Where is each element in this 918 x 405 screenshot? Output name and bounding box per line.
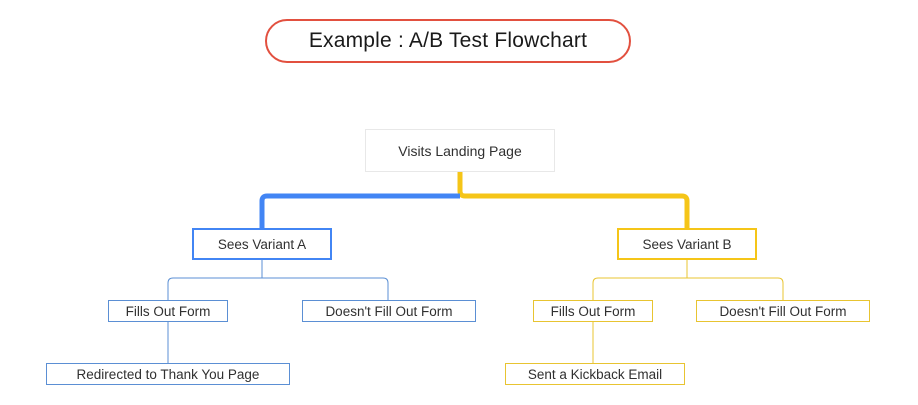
edge-variant-a-to-doesnt-fill-out-form [262,277,389,300]
node-b-sent-a-kickback-email[interactable]: Sent a Kickback Email [505,363,685,385]
node-label: Redirected to Thank You Page [76,366,260,382]
chart-title-text: Example : A/B Test Flowchart [308,29,588,52]
edge-variant-b-to-fills-out-form [592,277,687,300]
node-b-doesnt-fill-out-form[interactable]: Doesn't Fill Out Form [696,300,870,322]
node-label: Visits Landing Page [398,142,522,159]
node-label: Doesn't Fill Out Form [719,303,847,319]
edge-root-to-variant-a [259,193,460,228]
node-label: Doesn't Fill Out Form [325,303,453,319]
node-label: Fills Out Form [125,303,211,319]
node-label: Sees Variant B [642,236,732,252]
node-a-doesnt-fill-out-form[interactable]: Doesn't Fill Out Form [302,300,476,322]
node-sees-variant-b[interactable]: Sees Variant B [617,228,757,260]
node-label: Sent a Kickback Email [527,366,663,382]
edge-root-to-variant-b [457,172,690,228]
node-label: Fills Out Form [550,303,636,319]
chart-title-badge: Example : A/B Test Flowchart [265,19,631,63]
node-visits-landing-page[interactable]: Visits Landing Page [365,129,555,172]
node-sees-variant-a[interactable]: Sees Variant A [192,228,332,260]
edge-variant-b-to-doesnt-fill-out-form [687,277,784,300]
node-a-fills-out-form[interactable]: Fills Out Form [108,300,228,322]
edge-variant-a-to-fills-out-form [167,277,262,300]
node-a-redirected-to-thank-you-page[interactable]: Redirected to Thank You Page [46,363,290,385]
node-b-fills-out-form[interactable]: Fills Out Form [533,300,653,322]
node-label: Sees Variant A [217,236,307,252]
